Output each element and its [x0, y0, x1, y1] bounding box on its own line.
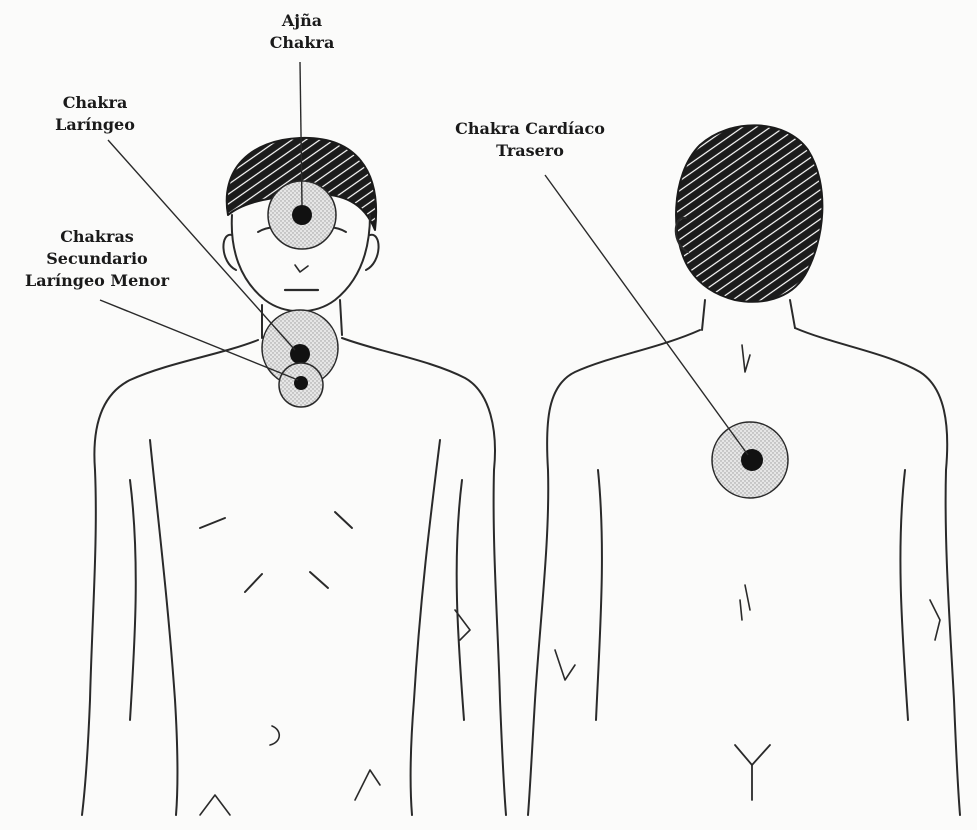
label-back-heart-line2: Trasero [440, 140, 620, 162]
back-left-arm [528, 330, 700, 815]
front-left-arm [82, 340, 258, 815]
label-laryngeal-chakra: Chakra Laríngeo [40, 92, 150, 136]
label-secondary-chakras: Chakras Secundario Laríngeo Menor [8, 226, 186, 292]
label-back-heart-chakra: Chakra Cardíaco Trasero [440, 118, 620, 162]
label-laryngeal-line1: Chakra [40, 92, 150, 114]
label-secondary-line2: Secundario [8, 248, 186, 270]
back-hair [676, 125, 822, 301]
label-back-heart-line1: Chakra Cardíaco [440, 118, 620, 140]
back-right-arm [795, 328, 960, 815]
label-laryngeal-line2: Laríngeo [40, 114, 150, 136]
secondary-laryngeal-chakra [279, 363, 323, 407]
label-secondary-line1: Chakras [8, 226, 186, 248]
label-ajna-line1: Ajña [262, 10, 342, 32]
label-ajna-line2: Chakra [262, 32, 342, 54]
label-ajna-chakra: Ajña Chakra [262, 10, 342, 54]
back-heart-chakra [712, 422, 788, 498]
label-secondary-line3: Laríngeo Menor [8, 270, 186, 292]
leader-lines [100, 62, 748, 455]
